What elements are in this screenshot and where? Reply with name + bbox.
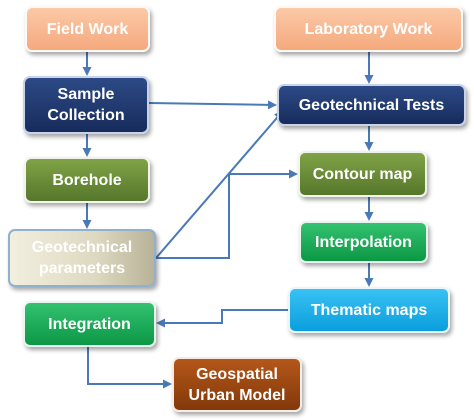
borehole-box: Borehole <box>24 157 150 203</box>
contour-map-box: Contour map <box>298 151 427 197</box>
field-work-box: Field Work <box>25 6 150 52</box>
integration-box: Integration <box>23 301 156 347</box>
arrow-sample-to-tests <box>148 100 277 110</box>
laboratory-work-box: Laboratory Work <box>274 6 463 52</box>
arrow-thematic-to-integration <box>156 309 288 328</box>
geotechnical-tests-box: Geotechnical Tests <box>277 84 466 126</box>
arrow-integration-to-model <box>87 347 172 389</box>
interpolation-box: Interpolation <box>299 221 428 263</box>
arrow-params-to-contour <box>156 169 298 259</box>
geotechnical-parameters-box: Geotechnical parameters <box>8 229 156 287</box>
thematic-maps-box: Thematic maps <box>288 287 450 333</box>
arrow-params-to-tests <box>155 110 284 259</box>
geospatial-urban-model-box: Geospatial Urban Model <box>172 357 302 412</box>
sample-collection-box: Sample Collection <box>23 76 149 134</box>
